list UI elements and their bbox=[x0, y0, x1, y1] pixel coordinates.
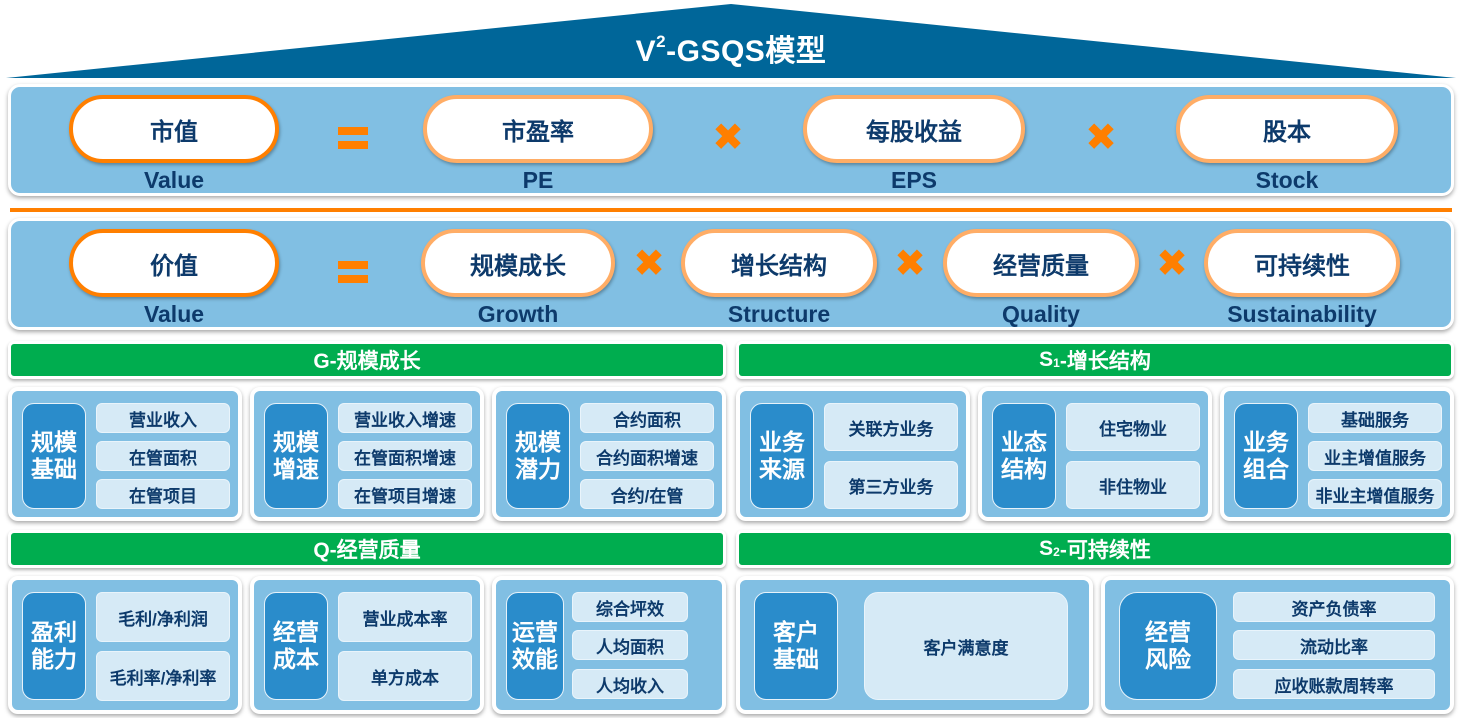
metric-card-operating-cost: 经营 成本 营业成本率 单方成本 bbox=[250, 576, 484, 714]
term-pill-pe: 市盈率 bbox=[423, 95, 653, 163]
section-header-quality: Q-经营质量 bbox=[8, 530, 726, 568]
metric-item: 在管项目增速 bbox=[338, 479, 472, 509]
metric-item: 营业收入 bbox=[96, 403, 230, 433]
metric-card-scale-potential: 规模 潜力 合约面积 合约面积增速 合约/在管 bbox=[492, 387, 726, 521]
term-en-value: Value bbox=[143, 301, 205, 327]
metric-card-scale-base: 规模 基础 营业收入 在管面积 在管项目 bbox=[8, 387, 242, 521]
multiply-icon: ✖ bbox=[894, 243, 926, 285]
term-pill-quality: 经营质量 bbox=[943, 229, 1139, 297]
metric-item: 在管面积增速 bbox=[338, 441, 472, 471]
model-title: V2-GSQS模型 bbox=[635, 32, 827, 68]
multiply-icon: ✖ bbox=[712, 117, 744, 159]
term-en-stock: Stock bbox=[1255, 167, 1319, 193]
metric-item: 营业收入增速 bbox=[338, 403, 472, 433]
term-en-value: Value bbox=[143, 167, 205, 193]
multiply-icon: ✖ bbox=[1156, 243, 1188, 285]
roof-shape bbox=[6, 4, 1456, 78]
term-en-sustainability: Sustainability bbox=[1227, 301, 1377, 327]
metric-card-profitability: 盈利 能力 毛利/净利润 毛利率/净利率 bbox=[8, 576, 242, 714]
metric-item: 非业主增值服务 bbox=[1308, 479, 1442, 509]
category-label: 规模 基础 bbox=[22, 403, 86, 509]
equals-icon bbox=[338, 127, 368, 149]
category-label: 经营 风险 bbox=[1119, 592, 1217, 700]
term-pill-structure: 增长结构 bbox=[681, 229, 877, 297]
metric-item: 住宅物业 bbox=[1066, 403, 1200, 451]
term-en-structure: Structure bbox=[727, 301, 831, 327]
metric-item: 单方成本 bbox=[338, 651, 472, 701]
metric-item: 在管项目 bbox=[96, 479, 230, 509]
metric-card-format-structure: 业态 结构 住宅物业 非住物业 bbox=[978, 387, 1212, 521]
equals-icon bbox=[338, 261, 368, 283]
metric-item: 毛利/净利润 bbox=[96, 592, 230, 642]
metric-item: 合约/在管 bbox=[580, 479, 714, 509]
metric-item: 第三方业务 bbox=[824, 461, 958, 509]
metric-item: 基础服务 bbox=[1308, 403, 1442, 433]
multiply-icon: ✖ bbox=[1085, 117, 1117, 159]
category-label: 盈利 能力 bbox=[22, 592, 86, 700]
term-en-growth: Growth bbox=[477, 301, 559, 327]
metric-item: 流动比率 bbox=[1233, 630, 1435, 660]
category-label: 规模 增速 bbox=[264, 403, 328, 509]
metric-card-operating-efficiency: 运营 效能 综合坪效 人均面积 人均收入 bbox=[492, 576, 726, 714]
term-pill-market-value: 市值 bbox=[69, 95, 279, 163]
term-pill-stock: 股本 bbox=[1176, 95, 1398, 163]
metric-card-operating-risk: 经营 风险 资产负债率 流动比率 应收账款周转率 bbox=[1101, 576, 1454, 714]
metric-item: 综合坪效 bbox=[572, 592, 688, 622]
market-value-formula-panel: 市值 Value 市盈率 PE ✖ 每股收益 EPS ✖ 股本 Stock bbox=[8, 84, 1454, 196]
metric-card-business-source: 业务 来源 关联方业务 第三方业务 bbox=[736, 387, 970, 521]
term-pill-eps: 每股收益 bbox=[803, 95, 1025, 163]
term-en-eps: EPS bbox=[890, 167, 938, 193]
metric-item: 合约面积增速 bbox=[580, 441, 714, 471]
category-label: 运营 效能 bbox=[506, 592, 564, 700]
value-formula-panel: 价值 Value 规模成长 Growth ✖ 增长结构 Structure ✖ … bbox=[8, 218, 1454, 330]
category-label: 规模 潜力 bbox=[506, 403, 570, 509]
roof-banner bbox=[6, 4, 1456, 78]
metric-card-scale-growth: 规模 增速 营业收入增速 在管面积增速 在管项目增速 bbox=[250, 387, 484, 521]
metric-item: 应收账款周转率 bbox=[1233, 669, 1435, 699]
category-label: 客户 基础 bbox=[754, 592, 838, 700]
category-label: 业务 组合 bbox=[1234, 403, 1298, 509]
metric-item: 关联方业务 bbox=[824, 403, 958, 451]
metric-item: 在管面积 bbox=[96, 441, 230, 471]
category-label: 经营 成本 bbox=[264, 592, 328, 700]
term-en-pe: PE bbox=[522, 167, 554, 193]
metric-item: 人均收入 bbox=[572, 669, 688, 699]
term-en-quality: Quality bbox=[1002, 301, 1080, 327]
metric-item: 资产负债率 bbox=[1233, 592, 1435, 622]
category-label: 业务 来源 bbox=[750, 403, 814, 509]
term-pill-sustainability: 可持续性 bbox=[1204, 229, 1400, 297]
metric-item: 非住物业 bbox=[1066, 461, 1200, 509]
category-label: 业态 结构 bbox=[992, 403, 1056, 509]
metric-item: 人均面积 bbox=[572, 630, 688, 660]
metric-item: 合约面积 bbox=[580, 403, 714, 433]
metric-item: 客户满意度 bbox=[864, 592, 1068, 700]
metric-item: 业主增值服务 bbox=[1308, 441, 1442, 471]
section-header-growth: G-规模成长 bbox=[8, 341, 726, 379]
metric-card-business-mix: 业务 组合 基础服务 业主增值服务 非业主增值服务 bbox=[1220, 387, 1454, 521]
metric-card-customer-base: 客户 基础 客户满意度 bbox=[736, 576, 1093, 714]
term-pill-value: 价值 bbox=[69, 229, 279, 297]
term-pill-growth: 规模成长 bbox=[421, 229, 615, 297]
multiply-icon: ✖ bbox=[633, 243, 665, 285]
metric-item: 营业成本率 bbox=[338, 592, 472, 642]
divider-line bbox=[10, 208, 1452, 212]
metric-item: 毛利率/净利率 bbox=[96, 651, 230, 701]
